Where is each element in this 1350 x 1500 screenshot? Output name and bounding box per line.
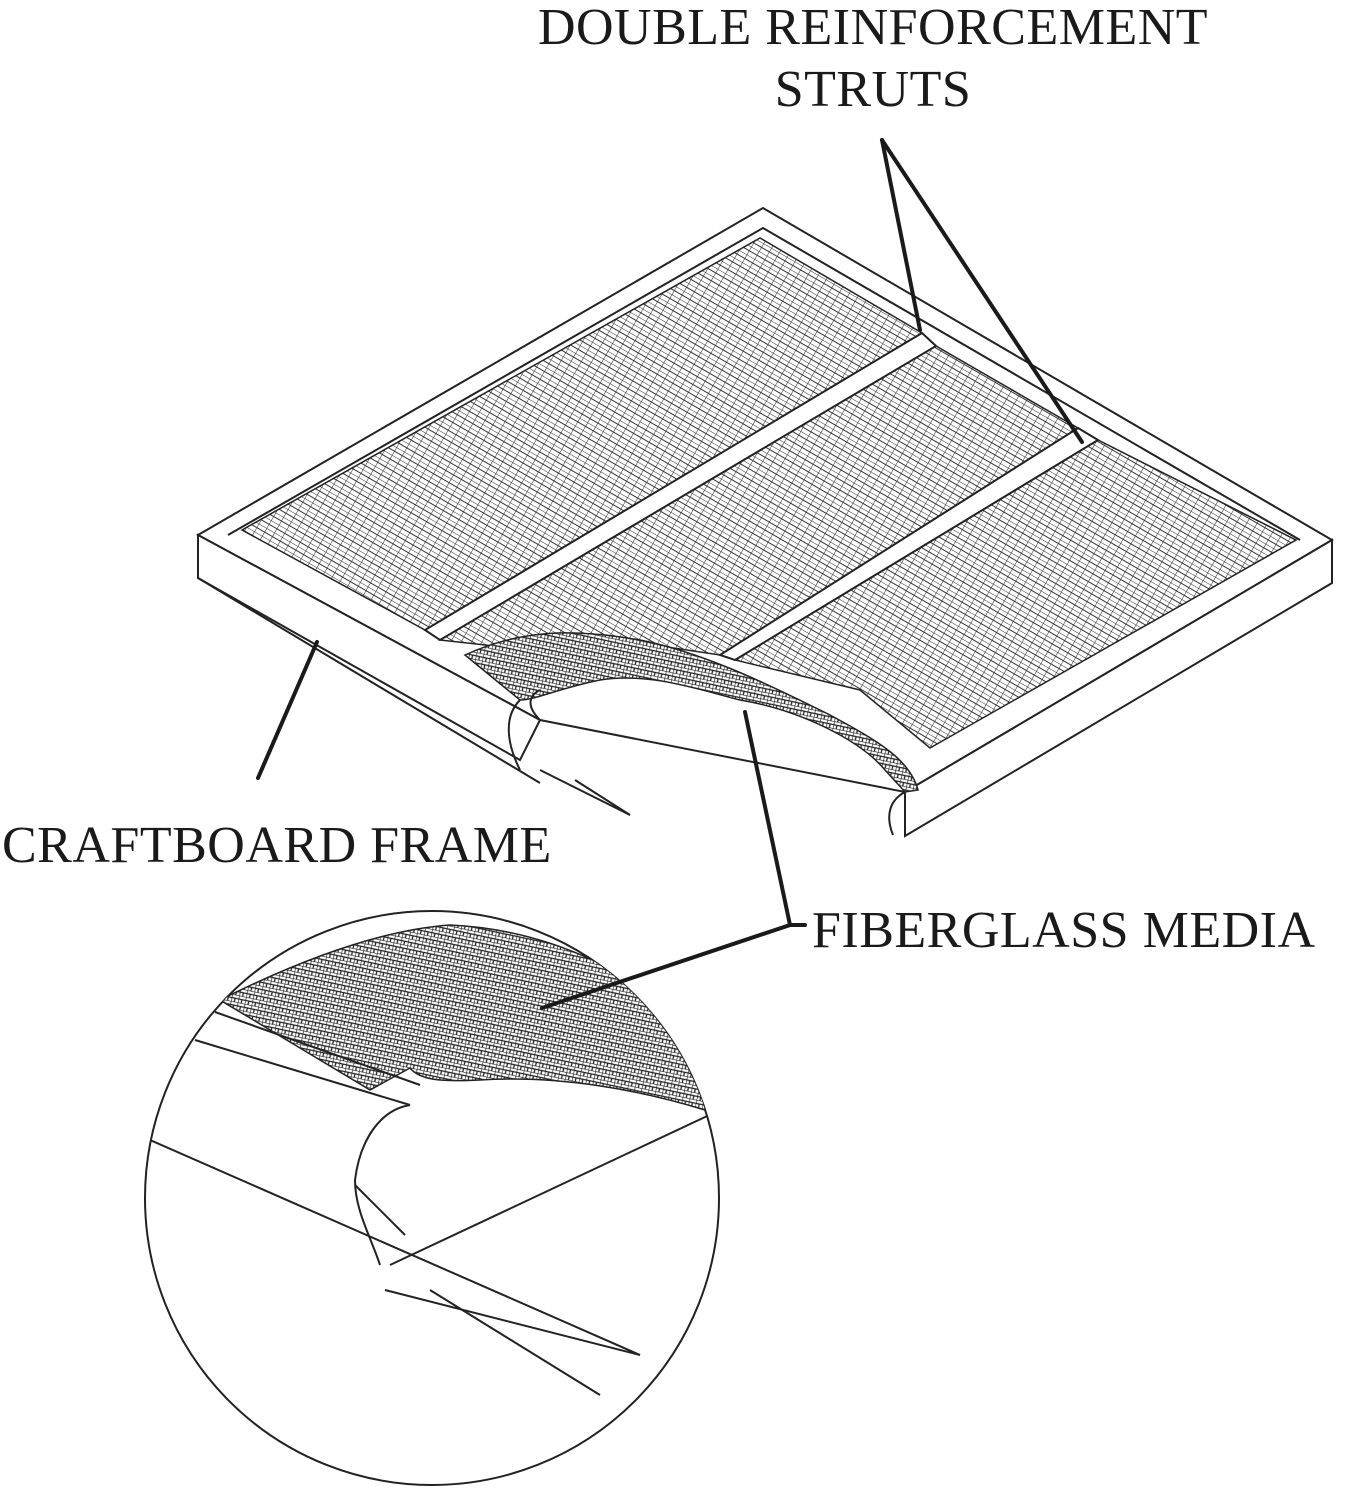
leader-lines (256, 138, 1084, 1010)
struts-label-line-2: STRUTS (774, 61, 972, 118)
cutaway-edge-right (888, 791, 906, 836)
frame-label: CRAFTBOARD FRAME (2, 817, 552, 874)
reinforcement-struts (423, 331, 1100, 662)
cutaway-media (463, 632, 919, 793)
strut-1 (423, 331, 938, 642)
cutaway-edge (507, 689, 541, 771)
leader-struts-b (880, 138, 1084, 444)
magnified-lens (144, 910, 720, 1486)
leader-struts-a (880, 138, 922, 332)
struts-label-line-1: DOUBLE REINFORCEMENT (537, 0, 1209, 56)
struts-label: DOUBLE REINFORCEMENT STRUTS (198, 2, 1350, 116)
strut-2 (717, 426, 1100, 662)
media-label: FIBERGLASS MEDIA (812, 902, 1316, 959)
leader-frame (256, 640, 319, 780)
